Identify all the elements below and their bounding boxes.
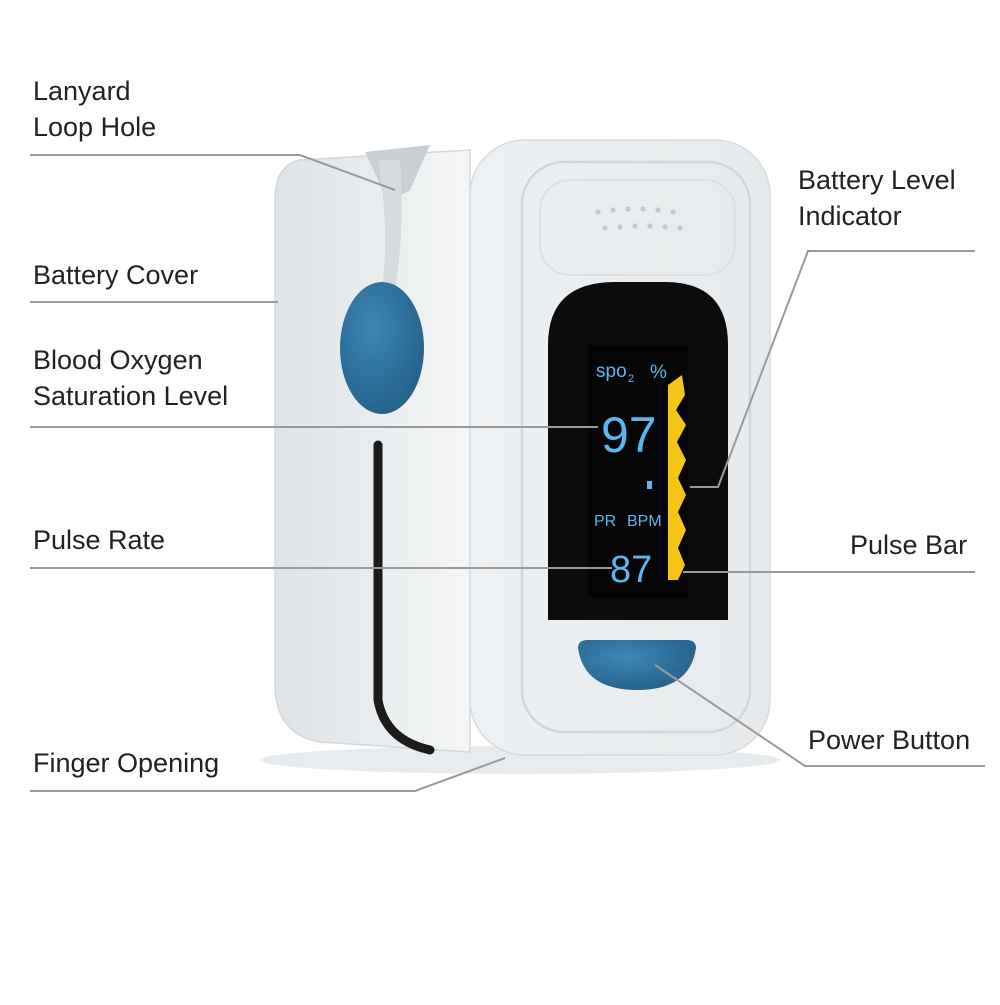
spo2-label-line2: Saturation Level bbox=[33, 381, 229, 411]
spo2-subscript: 2 bbox=[628, 373, 634, 385]
lanyard-label-line1: Lanyard bbox=[33, 76, 131, 106]
pulse-bar-label: Pulse Bar bbox=[850, 530, 968, 560]
battery-level-indicator bbox=[647, 481, 652, 489]
spo2-label-line1: Blood Oxygen bbox=[33, 345, 203, 375]
battery-indicator-label-line2: Indicator bbox=[798, 201, 902, 231]
battery-indicator-leader-line bbox=[690, 250, 975, 488]
pulse-bar bbox=[668, 375, 686, 580]
power-button-label: Power Button bbox=[808, 725, 971, 755]
lanyard-loop-hole-label: Lanyard Loop Hole bbox=[33, 73, 156, 145]
battery-cover-label: Battery Cover bbox=[33, 260, 199, 290]
power-button[interactable] bbox=[578, 640, 696, 690]
battery-level-indicator-label: Battery Level Indicator bbox=[798, 162, 956, 234]
finger-opening-slit bbox=[373, 440, 435, 755]
bpm-label: BPM bbox=[627, 513, 662, 530]
spo2-level-label: Blood Oxygen Saturation Level bbox=[33, 342, 228, 414]
leader-lines bbox=[30, 154, 985, 792]
battery-indicator-label-line1: Battery Level bbox=[798, 165, 956, 195]
lanyard-label-line2: Loop Hole bbox=[33, 112, 157, 142]
lanyard-groove bbox=[378, 160, 402, 290]
speaker-dots bbox=[595, 206, 683, 231]
pr-value: 87 bbox=[610, 549, 652, 591]
spo2-label: spo bbox=[596, 361, 627, 382]
pr-label: PR bbox=[594, 513, 616, 530]
side-blue-button bbox=[340, 282, 424, 414]
pulse-rate-label: Pulse Rate bbox=[33, 525, 166, 555]
lanyard-leader-line bbox=[30, 154, 396, 191]
battery-cover-side bbox=[274, 149, 471, 753]
spo2-unit: % bbox=[650, 362, 667, 383]
power-button-leader-line bbox=[654, 664, 985, 767]
front-panel-rim bbox=[520, 160, 752, 734]
front-panel-inset bbox=[539, 179, 736, 276]
spo2-value: 97 bbox=[601, 407, 657, 463]
finger-opening-label: Finger Opening bbox=[33, 748, 220, 778]
finger-opening-leader-line bbox=[30, 757, 506, 792]
